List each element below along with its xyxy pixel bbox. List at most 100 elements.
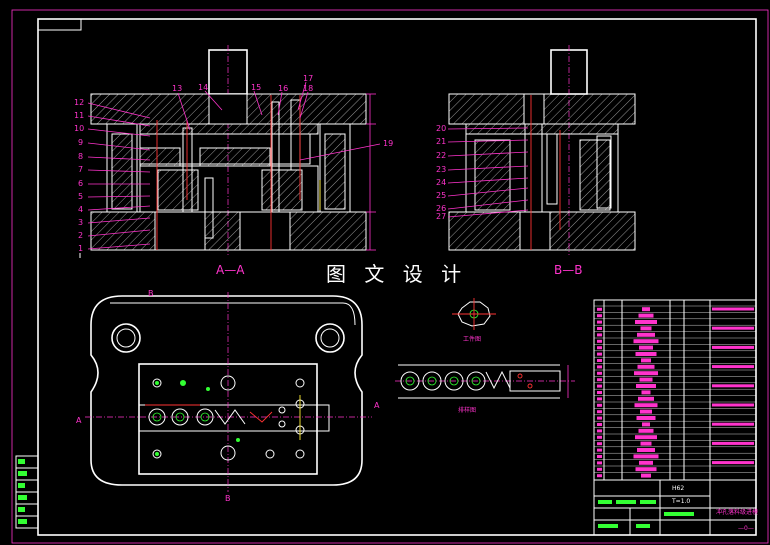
label-a-18: 18 (303, 84, 313, 93)
parts-row-number (597, 467, 602, 471)
parts-row-number (597, 327, 602, 330)
section-a-labels: 12 11 10 9 8 7 6 5 4 3 2 1 13 14 15 16 1… (74, 74, 393, 277)
parts-row-entry (639, 460, 653, 465)
label-a-10: 10 (74, 124, 84, 133)
marker-a-left: A (76, 416, 82, 425)
drawing-title: 图 文 设 计 (326, 262, 467, 286)
section-a-caption: A—A (216, 263, 245, 277)
parts-row-number (597, 391, 602, 394)
parts-row-entry (635, 467, 657, 472)
strip-layout-view: 排样图 (395, 364, 575, 414)
parts-row-standard (712, 307, 754, 311)
section-b-leaders (447, 127, 529, 218)
parts-row-entry (641, 358, 651, 363)
label-a-16: 16 (278, 84, 288, 93)
parts-row-entry (633, 454, 659, 459)
label-a-1: 1 (78, 244, 83, 253)
label-a-12: 12 (74, 98, 84, 107)
plan-markers: B B A A (76, 289, 380, 503)
label-a-4: 4 (78, 205, 83, 214)
parts-row-entry (642, 307, 650, 312)
label-a-14: 14 (198, 83, 208, 92)
label-b-25: 25 (436, 191, 446, 200)
parts-row-number (597, 320, 602, 324)
parts-row-entry (640, 441, 652, 446)
section-a-leaders (87, 81, 381, 250)
parts-row-standard (712, 461, 754, 465)
parts-row-number (597, 474, 602, 478)
parts-row-number (597, 307, 602, 311)
label-b-22: 22 (436, 151, 446, 160)
parts-row-number (597, 346, 602, 350)
parts-row-standard (712, 384, 754, 388)
parts-row-entry (637, 332, 655, 337)
parts-row-number (597, 371, 602, 375)
left-margin-table (15, 455, 39, 529)
parts-list (593, 299, 757, 481)
parts-row-entry (640, 409, 652, 414)
marker-b-bottom: B (225, 494, 231, 503)
parts-row-entry (636, 384, 656, 388)
parts-row-standard (712, 326, 754, 330)
sheet-outer-border (11, 9, 769, 544)
material-value: H62 (672, 485, 684, 492)
workpiece-caption: 工件图 (463, 335, 481, 343)
parts-row-number (597, 359, 602, 362)
parts-row-number (597, 333, 602, 337)
parts-row-number (597, 378, 602, 382)
parts-row-entry (635, 435, 657, 440)
parts-row-entry (633, 339, 659, 344)
marker-b-top: B (148, 289, 154, 298)
parts-row-entry (638, 313, 654, 318)
parts-row-entry (637, 364, 655, 369)
parts-row-entry (639, 345, 653, 350)
parts-row-number (597, 461, 602, 465)
parts-row-entry (634, 371, 658, 376)
label-a-19: 19 (383, 139, 393, 148)
parts-row-number (597, 314, 602, 318)
label-b-26: 26 (436, 204, 446, 213)
label-a-9: 9 (78, 138, 83, 147)
parts-row-entry (641, 390, 651, 395)
marker-a-right: A (374, 401, 380, 410)
parts-row-number (597, 410, 602, 414)
parts-row-entry (639, 377, 653, 382)
parts-row-entry (635, 352, 657, 356)
label-a-7: 7 (78, 165, 83, 174)
label-b-27: 27 (436, 212, 446, 221)
label-a-3: 3 (78, 218, 83, 227)
parts-row-number (597, 455, 602, 458)
label-a-8: 8 (78, 152, 83, 161)
label-a-6: 6 (78, 179, 83, 188)
parts-row-number (597, 339, 602, 343)
section-b-caption: B—B (554, 263, 582, 277)
label-a-15: 15 (251, 83, 261, 92)
parts-row-number (597, 397, 602, 401)
parts-row-entry (641, 473, 651, 478)
label-b-21: 21 (436, 137, 446, 146)
parts-row-standard (712, 345, 754, 349)
parts-row-number (597, 448, 602, 452)
parts-row-number (597, 352, 602, 356)
parts-row-number (597, 423, 602, 426)
corner-box (37, 18, 82, 31)
sheet-number: —0— (738, 525, 754, 532)
parts-row-entry (638, 396, 654, 401)
thickness-value: T=1.0 (671, 498, 690, 505)
parts-row-number (597, 403, 602, 407)
label-a-2: 2 (78, 231, 83, 240)
parts-row-standard (712, 403, 754, 407)
label-a-13: 13 (172, 84, 182, 93)
parts-row-entry (638, 428, 654, 433)
parts-row-number (597, 442, 602, 446)
label-a-17: 17 (303, 74, 313, 83)
parts-row-number (597, 384, 602, 388)
label-b-20: 20 (436, 124, 446, 133)
label-b-23: 23 (436, 165, 446, 174)
parts-row-number (597, 365, 602, 369)
workpiece-view: 工件图 (452, 298, 496, 343)
label-b-24: 24 (436, 178, 446, 187)
parts-row-standard (712, 422, 754, 426)
parts-row-number (597, 435, 602, 439)
